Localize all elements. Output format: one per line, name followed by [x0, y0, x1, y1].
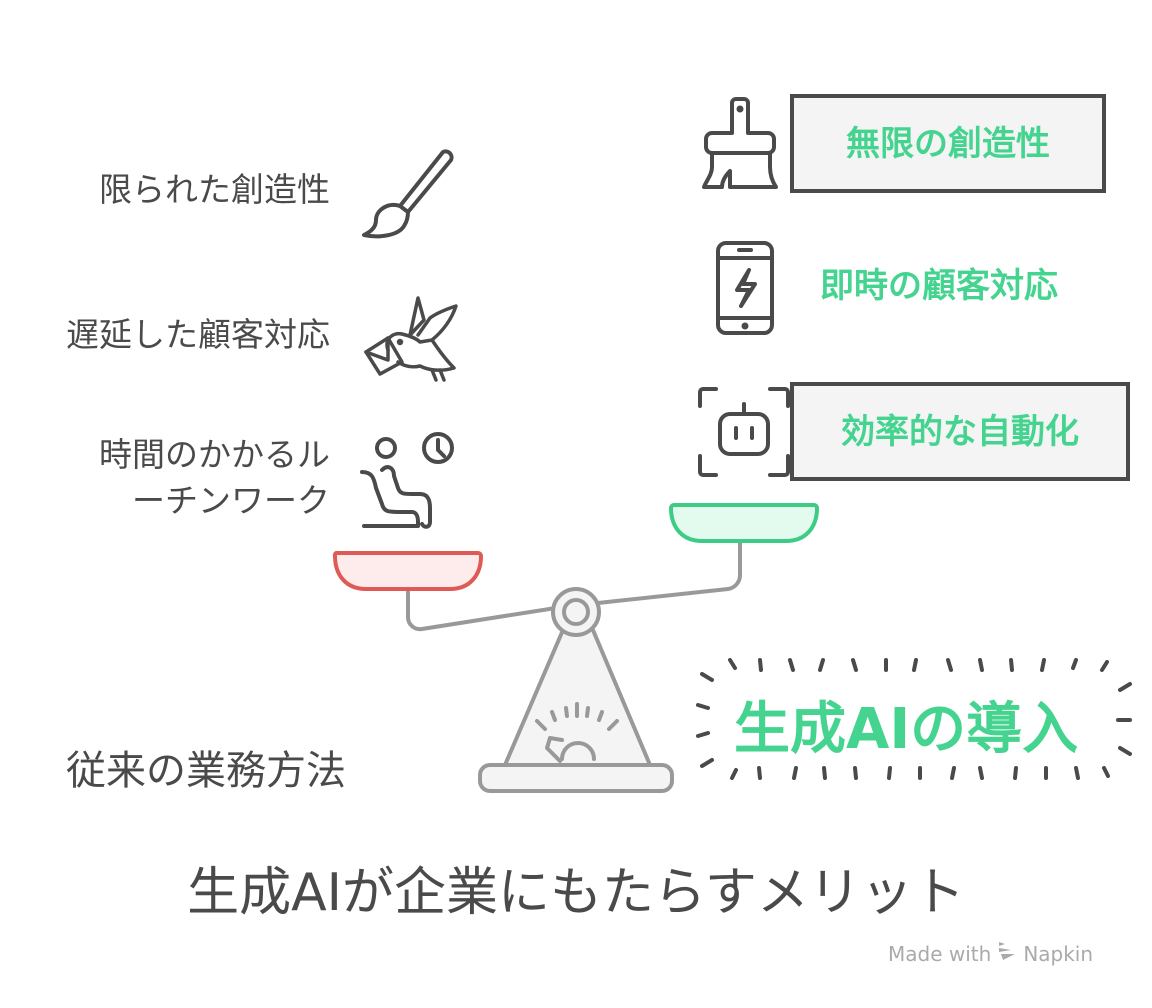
burst-decoration-icon	[690, 650, 1140, 794]
waiting-person-clock-icon	[358, 432, 463, 532]
smartphone-lightning-icon	[715, 240, 775, 336]
bird-with-letter-icon	[358, 290, 463, 385]
paintbrush-icon	[358, 140, 458, 240]
left-heading: 従来の業務方法	[66, 748, 346, 794]
left-item-label: 限られた創造性	[99, 170, 330, 209]
napkin-logo-icon	[997, 940, 1017, 967]
page-title: 生成AIが企業にもたらすメリット	[187, 863, 965, 923]
watermark[interactable]: Made with Napkin	[888, 940, 1093, 967]
left-item-label-line1: 時間のかかるル	[99, 435, 330, 474]
robot-focus-icon	[696, 386, 792, 478]
watermark-prefix: Made with	[888, 941, 992, 966]
paint-scraper-brush-icon	[700, 95, 780, 195]
right-item-label: 即時の顧客対応	[820, 266, 1058, 306]
left-item-routine-work: 時間のかかるル ーチンワーク	[99, 432, 330, 524]
speedometer-gauge-icon	[535, 702, 619, 763]
watermark-brand: Napkin	[1023, 941, 1094, 966]
left-item-label-line2: ーチンワーク	[132, 481, 330, 520]
right-item-box-efficient-automation: 効率的な自動化	[790, 382, 1130, 481]
balance-scale-icon	[330, 495, 830, 804]
right-heading: 生成AIの導入	[734, 697, 1079, 762]
left-item-limited-creativity: 限られた創造性	[99, 167, 330, 213]
left-item-delayed-support: 遅延した顧客対応	[66, 312, 330, 358]
right-item-label: 無限の創造性	[846, 123, 1050, 164]
right-item-instant-support: 即時の顧客対応	[820, 266, 1058, 306]
left-item-label: 遅延した顧客対応	[66, 315, 330, 354]
right-item-box-unlimited-creativity: 無限の創造性	[790, 94, 1106, 193]
right-item-label: 効率的な自動化	[841, 411, 1079, 452]
